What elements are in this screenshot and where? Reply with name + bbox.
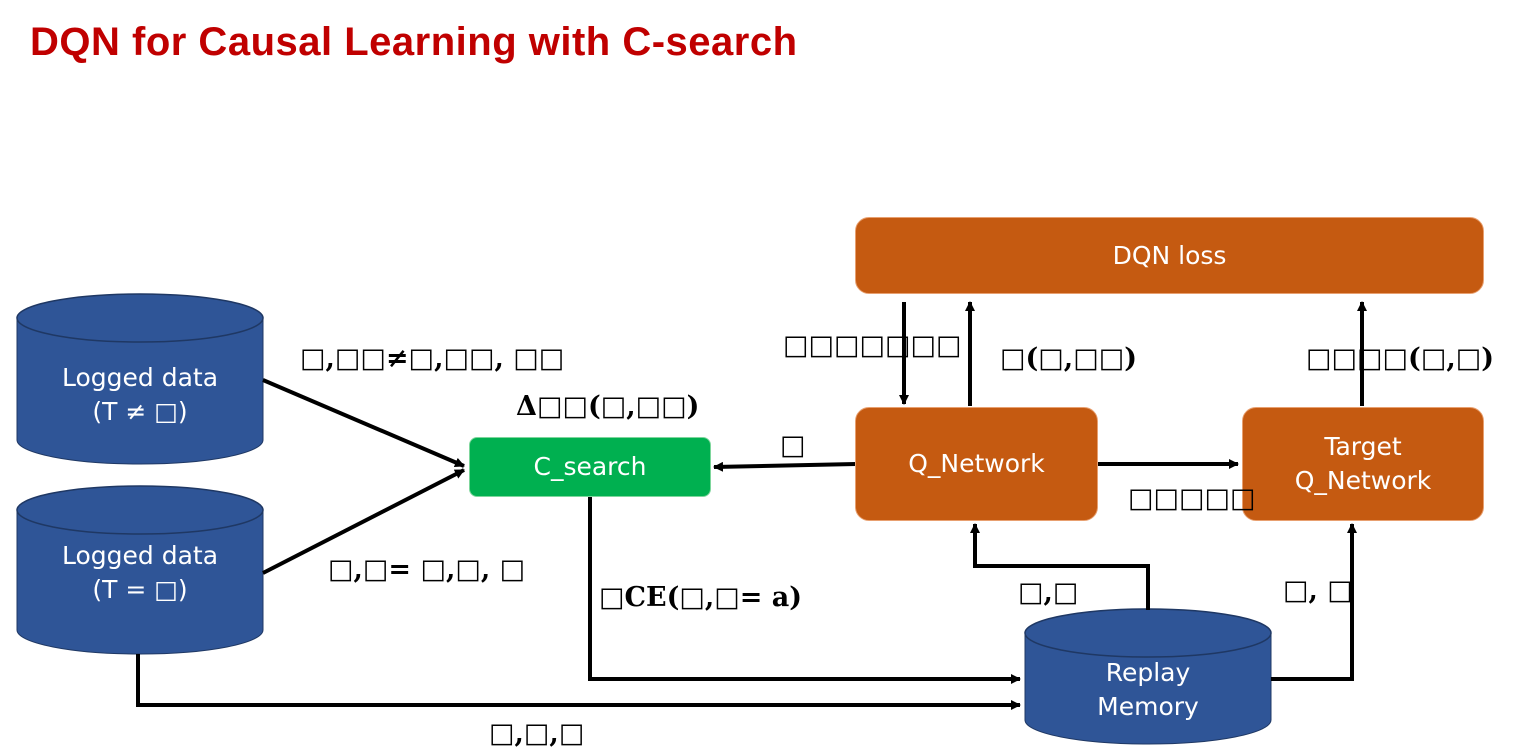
arrow-csearch-to-replay xyxy=(588,497,1021,684)
label-target-value: □□□□(□,□) xyxy=(1306,343,1495,374)
label-q-value: □(□,□□) xyxy=(1000,343,1137,374)
label-gradient-in: □□□□□□□ xyxy=(783,330,962,361)
logged-data-2-label: Logged data (T = □) xyxy=(61,541,219,604)
label-csearch-delta: Δ□□(□,□□) xyxy=(516,391,700,422)
logged-data-1-label: Logged data (T ≠ □) xyxy=(61,363,219,426)
label-replay-to-qnet: □,□ xyxy=(1018,577,1079,608)
arrow-replay-to-qnet xyxy=(970,523,1150,610)
q-network-box: Q_Network xyxy=(855,407,1098,521)
arrow-logged1-to-csearch xyxy=(262,378,465,468)
label-logged2-to-replay: □,□,□ xyxy=(489,718,585,749)
label-csearch-to-replay: □CE(□,□= a) xyxy=(599,582,803,613)
replay-memory-label: Replay Memory xyxy=(1097,658,1199,721)
label-logged2-to-csearch: □,□= □,□, □ xyxy=(328,554,526,585)
arrow-qnet-to-csearch xyxy=(713,461,857,472)
label-replay-to-target: □, □ xyxy=(1283,575,1353,606)
arrow-logged2-to-replay xyxy=(136,654,1021,710)
label-sync-weights: □□□□□ xyxy=(1128,483,1256,514)
dqn-loss-box: DQN loss xyxy=(855,217,1484,294)
arrow-replay-to-target xyxy=(1271,523,1357,681)
logged-data-1-cylinder xyxy=(16,293,264,465)
c-search-box: C_search xyxy=(469,437,711,497)
page-title: DQN for Causal Learning with C-search xyxy=(30,20,798,64)
replay-memory-cylinder xyxy=(1024,608,1272,745)
target-q-network-box: Target Q_Network xyxy=(1242,407,1484,521)
arrow-logged2-to-csearch xyxy=(262,468,465,575)
label-qnet-to-csearch: □ xyxy=(780,430,806,461)
logged-data-2-cylinder xyxy=(16,485,264,655)
label-logged1-to-csearch: □,□□≠□,□□, □□ xyxy=(300,343,565,374)
